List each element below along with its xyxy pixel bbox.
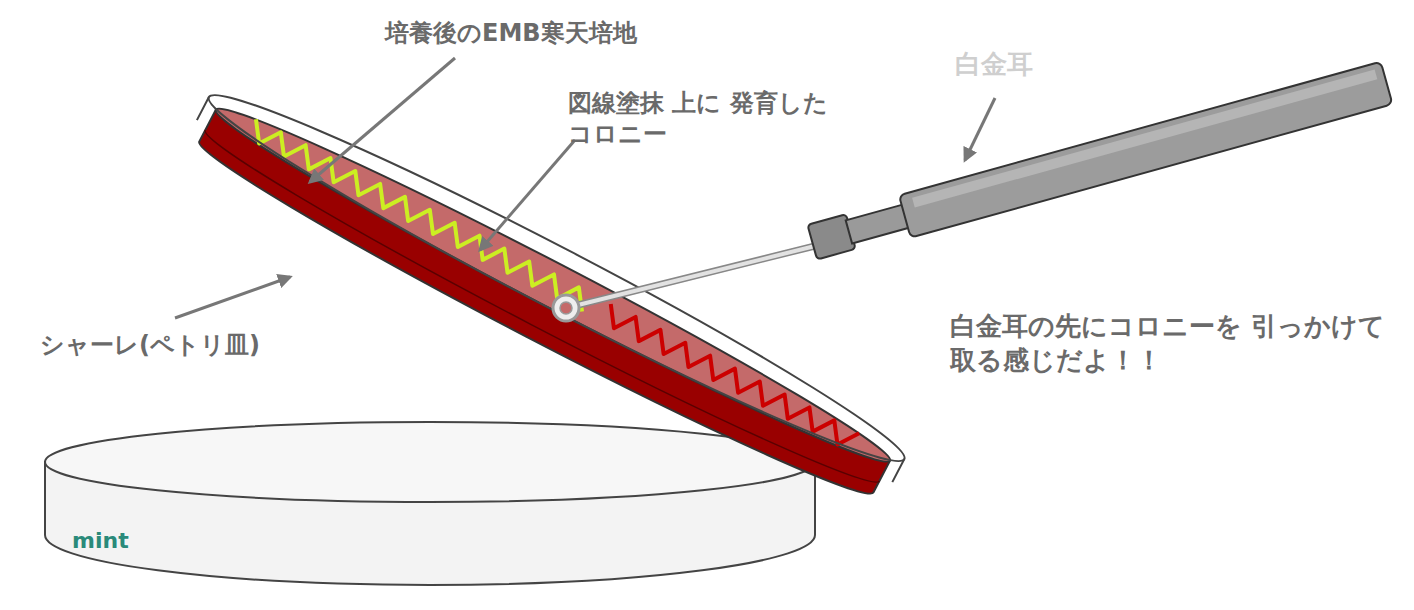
loop-label: 白金耳: [955, 48, 1033, 82]
medium-label: 培養後のEMB寒天培地: [385, 18, 637, 49]
dish-lid: [45, 422, 815, 585]
streak-line: [602, 304, 860, 451]
agar-plate: [178, 70, 918, 517]
colony-label: 図線塗抹 上に 発育したコロニー: [568, 88, 838, 150]
watermark: mint: [72, 527, 129, 556]
dish-label: シャーレ(ペトリ皿): [40, 330, 260, 361]
leader-lines: [175, 58, 995, 318]
note-text: 白金耳の先にコロニーを 引っかけて取る感じだよ！！: [950, 310, 1390, 378]
inoculation-loop: [553, 62, 1392, 321]
streak-line: [247, 119, 592, 311]
